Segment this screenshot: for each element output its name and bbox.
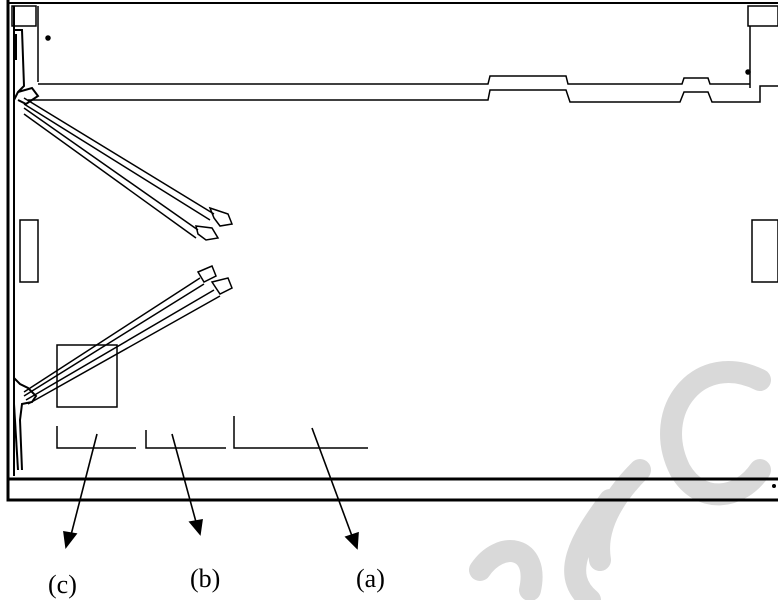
callout-label-b: (b)	[190, 564, 221, 593]
callout-arrows	[63, 427, 359, 550]
label-area	[56, 344, 118, 408]
side-tabs	[19, 219, 778, 283]
watermark	[469, 361, 771, 600]
callout-label-a: (a)	[356, 564, 385, 593]
corner-dot	[772, 484, 776, 488]
lamp-holder-bottom	[13, 377, 38, 471]
backlight-housing	[28, 6, 778, 103]
top-edge	[8, 2, 778, 27]
panel-frame	[6, 0, 778, 502]
lamp-wires-lower	[23, 265, 233, 405]
callout-label-c: (c)	[48, 570, 77, 599]
lamp-wires-upper	[23, 97, 234, 241]
lamp-holder-top	[13, 29, 40, 106]
label-brackets	[56, 416, 368, 449]
